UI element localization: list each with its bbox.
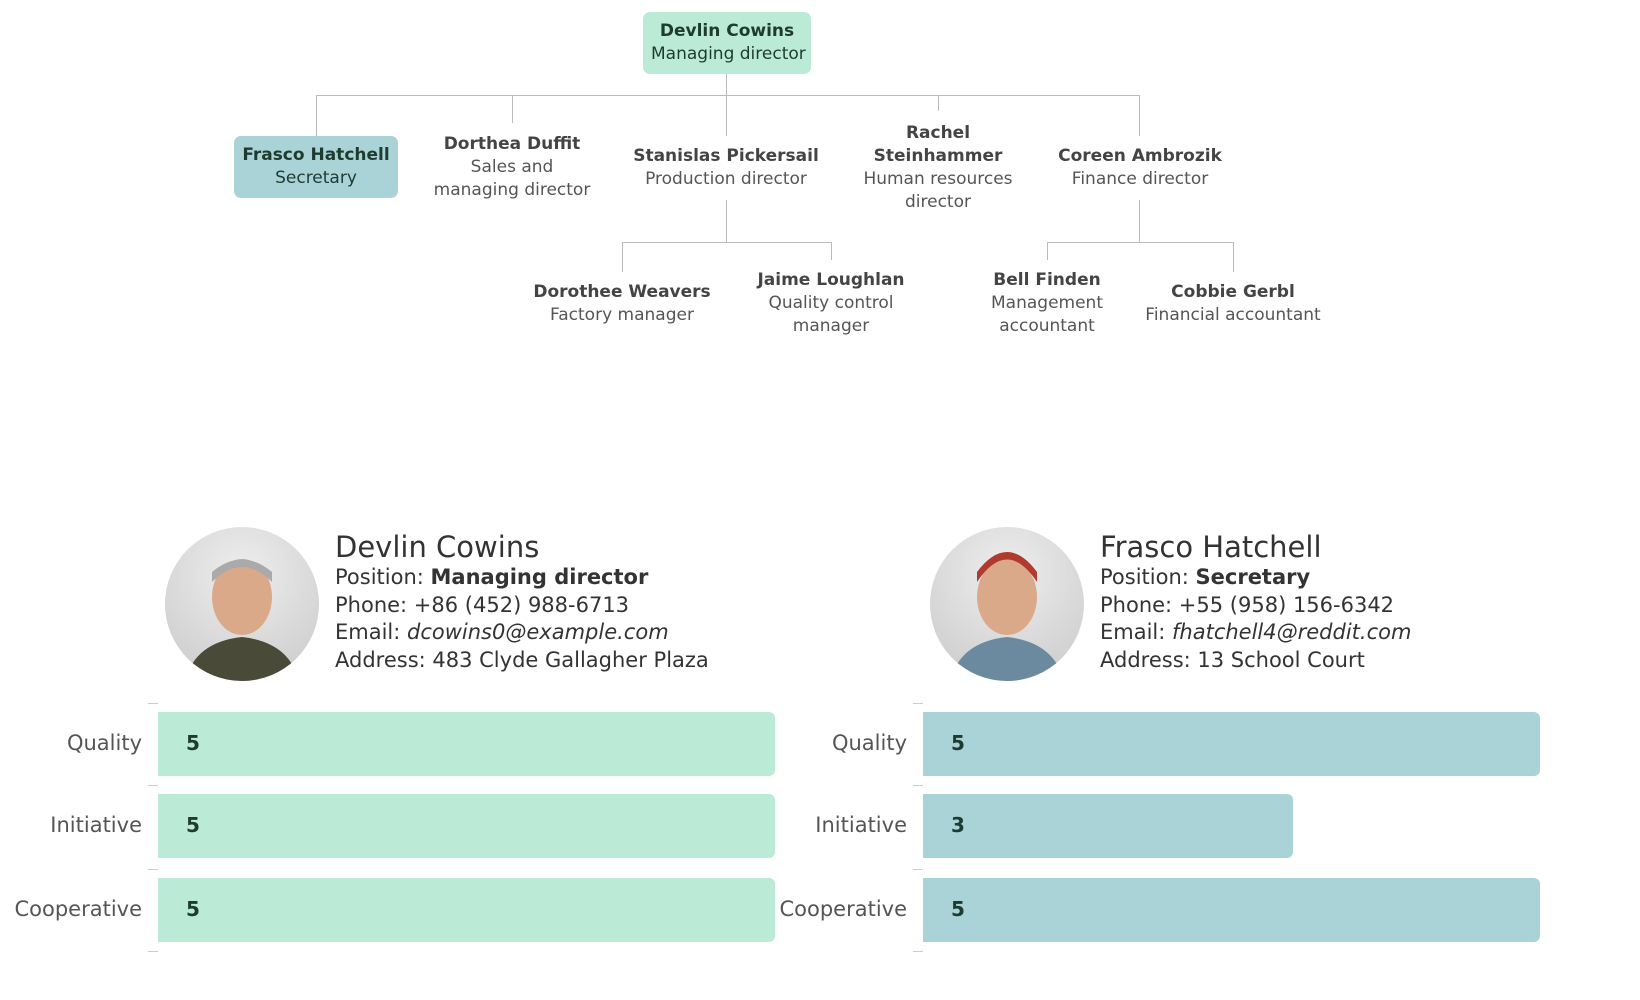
connector <box>1233 242 1234 272</box>
profile-phone: Phone: +86 (452) 988-6713 <box>335 592 630 617</box>
node-title: Quality control manager <box>768 293 894 336</box>
rating-bar-quality: 5 <box>158 712 775 776</box>
node-name: Coreen Ambrozik <box>1058 146 1222 166</box>
node-name: Devlin Cowins <box>659 21 795 41</box>
profile-phone: Phone: +55 (958) 156-6342 <box>1100 592 1395 617</box>
node-title: Factory manager <box>550 305 694 325</box>
node-name: Dorthea Duffit <box>443 134 581 154</box>
connector <box>622 242 623 272</box>
rating-value: 3 <box>951 813 965 837</box>
node-name: Stanislas Pickersail <box>633 146 819 166</box>
profile-name: Frasco Hatchell <box>1100 530 1322 564</box>
rating-bar-initiative: 5 <box>158 794 775 858</box>
rating-label: Initiative <box>815 813 907 837</box>
rating-value: 5 <box>186 813 200 837</box>
connector <box>831 242 832 260</box>
connector <box>512 95 513 123</box>
rating-label: Initiative <box>50 813 142 837</box>
profile-info: Frasco Hatchell Position: Secretary Phon… <box>1100 530 1411 674</box>
profile-address: Address: 483 Clyde Gallagher Plaza <box>335 647 709 672</box>
node-title: Production director <box>645 169 807 189</box>
rating-bar-initiative: 3 <box>923 794 1294 858</box>
rating-value: 5 <box>186 731 200 755</box>
avatar <box>930 527 1084 681</box>
connector <box>938 95 939 111</box>
profile-email: Email: fhatchell4@reddit.com <box>1100 619 1411 647</box>
axis-tick <box>148 951 158 952</box>
axis-tick <box>148 703 158 704</box>
node-name: Cobbie Gerbl <box>1171 282 1295 302</box>
node-name: Rachel Steinhammer <box>873 123 1003 166</box>
axis-tick <box>148 869 158 870</box>
position-value: Managing director <box>430 565 649 589</box>
rating-label: Quality <box>831 731 907 755</box>
person-photo-icon <box>950 552 1064 681</box>
position-label: Position: <box>335 565 431 589</box>
connector <box>1139 200 1140 242</box>
rating-bar-cooperative: 5 <box>158 878 775 942</box>
axis-tick <box>148 785 158 786</box>
node-name: Dorothee Weavers <box>533 282 711 302</box>
avatar <box>165 527 319 681</box>
rating-label: Cooperative <box>779 897 907 921</box>
rating-label: Cooperative <box>14 897 142 921</box>
rating-value: 5 <box>951 897 965 921</box>
connector <box>726 95 727 136</box>
connector <box>316 95 317 136</box>
rating-label: Quality <box>66 731 142 755</box>
node-name: Bell Finden <box>993 270 1101 290</box>
node-title: Financial accountant <box>1145 305 1321 325</box>
connector <box>622 242 832 243</box>
email-link[interactable]: dcowins0@example.com <box>407 620 669 644</box>
profile-address: Address: 13 School Court <box>1100 647 1365 672</box>
profile-position: Position: Secretary <box>1100 564 1411 592</box>
profile-email: Email: dcowins0@example.com <box>335 619 709 647</box>
profile-info: Devlin Cowins Position: Managing directo… <box>335 530 709 674</box>
axis-tick <box>913 869 923 870</box>
rating-value: 5 <box>186 897 200 921</box>
axis-tick <box>913 951 923 952</box>
rating-bar-cooperative: 5 <box>923 878 1540 942</box>
node-title: Management accountant <box>991 293 1103 336</box>
node-name: Frasco Hatchell <box>242 145 390 165</box>
profile-name: Devlin Cowins <box>335 530 540 564</box>
connector <box>1047 242 1234 243</box>
connector <box>726 200 727 242</box>
axis-tick <box>913 703 923 704</box>
profile-position: Position: Managing director <box>335 564 709 592</box>
connector <box>1047 242 1048 260</box>
person-photo-icon <box>185 559 299 681</box>
connector <box>1139 95 1140 136</box>
rating-bar-quality: 5 <box>923 712 1540 776</box>
node-title: Managing director <box>651 44 806 64</box>
axis-tick <box>913 785 923 786</box>
rating-value: 5 <box>951 731 965 755</box>
email-label: Email: <box>335 620 408 644</box>
node-title: Sales and managing director <box>433 157 591 200</box>
position-label: Position: <box>1100 565 1196 589</box>
email-link[interactable]: fhatchell4@reddit.com <box>1172 620 1412 644</box>
node-title: Human resources director <box>863 169 1013 212</box>
email-label: Email: <box>1100 620 1173 644</box>
position-value: Secretary <box>1195 565 1311 589</box>
connector <box>726 74 727 95</box>
node-name: Jaime Loughlan <box>757 270 905 290</box>
connector <box>316 95 1140 96</box>
node-title: Finance director <box>1071 169 1209 189</box>
node-title: Secretary <box>275 168 357 188</box>
